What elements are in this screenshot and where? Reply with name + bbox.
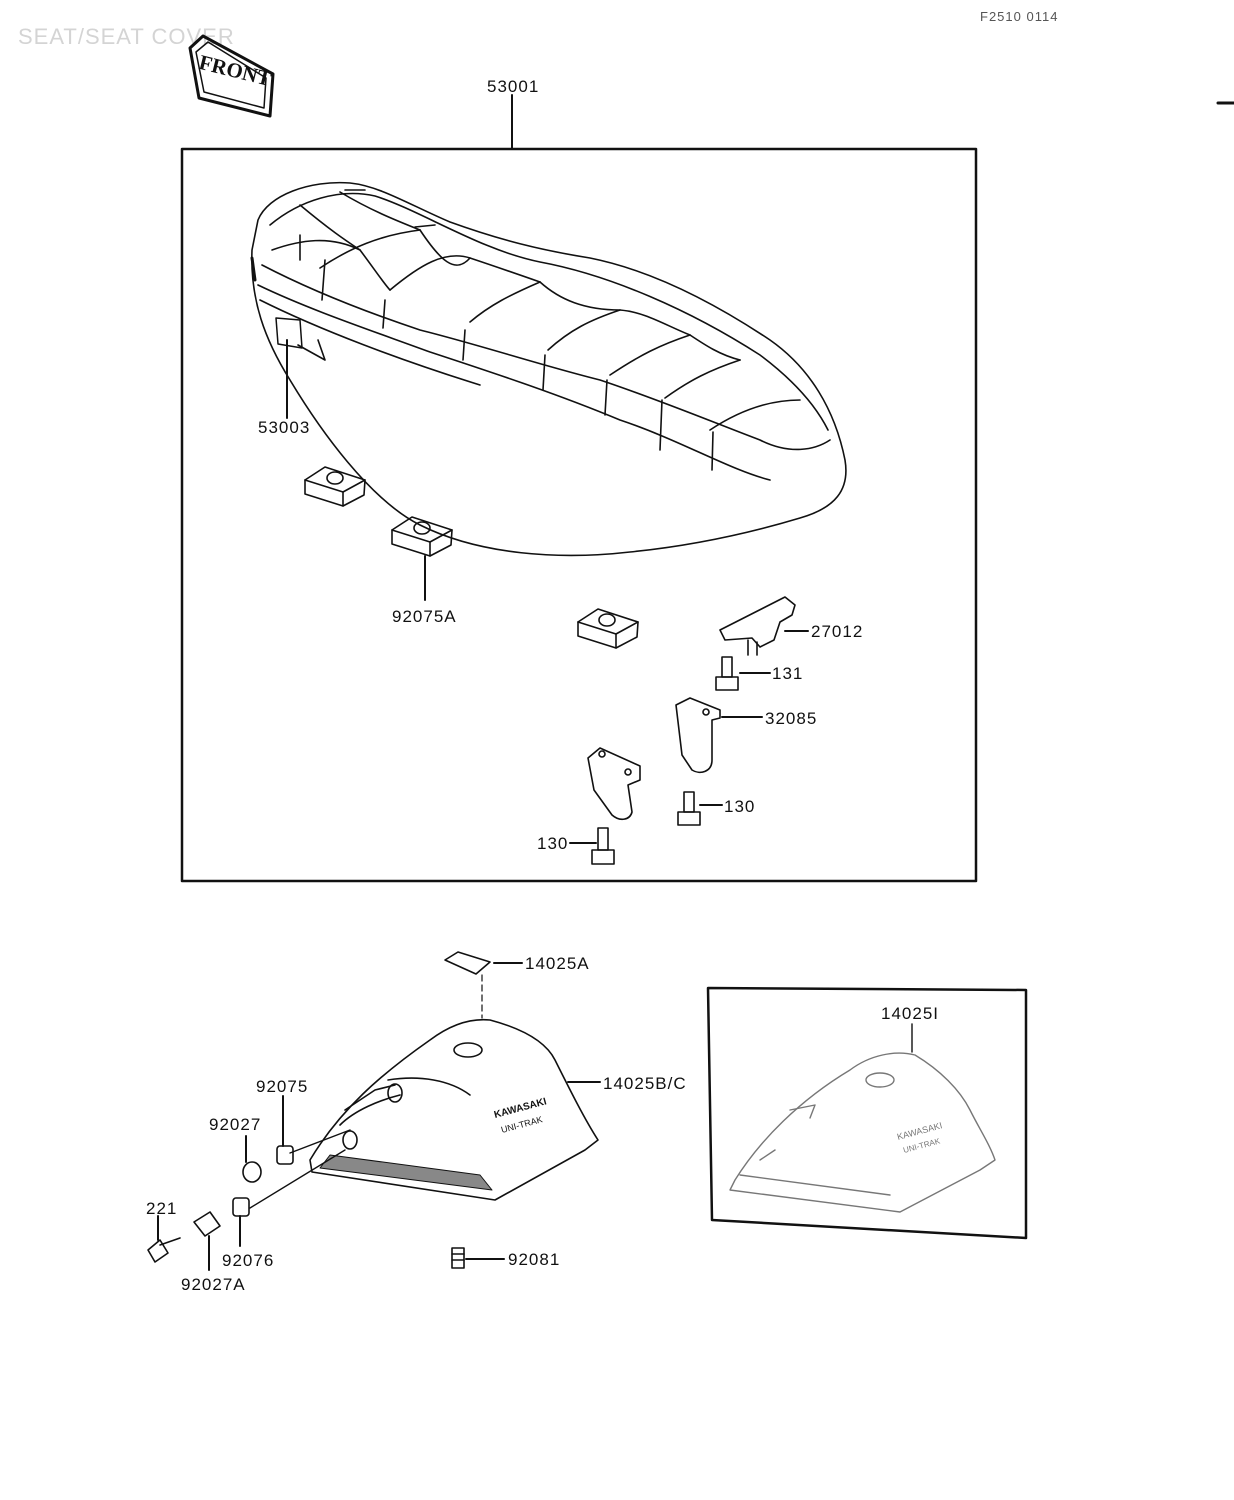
alt-cover-frame <box>706 986 1028 1240</box>
label-32085: 32085 <box>765 709 818 728</box>
label-130-right: 130 <box>724 797 756 816</box>
damper-rubber-1 <box>304 466 366 507</box>
label-221: 221 <box>146 1199 178 1218</box>
bracket-left <box>587 747 641 821</box>
bolt-131 <box>715 656 739 691</box>
label-14025i: 14025I <box>881 1004 939 1023</box>
label-92076: 92076 <box>222 1251 275 1270</box>
label-92081: 92081 <box>508 1250 561 1269</box>
label-92027a: 92027A <box>181 1275 246 1294</box>
damper-92075 <box>276 1145 294 1165</box>
label-92027: 92027 <box>209 1115 262 1134</box>
damper-92076 <box>232 1197 250 1217</box>
screw-221 <box>147 1237 181 1263</box>
label-14025bc: 14025B/C <box>603 1074 687 1093</box>
emblem-14025a <box>444 951 491 975</box>
front-marker-label: FRONT <box>197 50 274 91</box>
bracket-32085 <box>675 697 721 774</box>
label-53003: 53003 <box>258 418 311 437</box>
clip-92081 <box>451 1247 465 1269</box>
bolt-130-left <box>591 827 615 865</box>
collar-92027 <box>242 1161 262 1183</box>
label-92075: 92075 <box>256 1077 309 1096</box>
bolt-130-right <box>677 791 701 826</box>
page-title: SEAT/SEAT COVER <box>18 24 235 49</box>
front-marker: FRONT <box>188 34 275 118</box>
figure-code: F2510 0114 <box>980 9 1059 24</box>
label-27012: 27012 <box>811 622 864 641</box>
label-53001: 53001 <box>487 77 540 96</box>
hook-bracket <box>719 596 796 656</box>
label-14025a: 14025A <box>525 954 590 973</box>
collar-92027a <box>193 1211 221 1237</box>
tail-cover: KAWASAKI UNI-TRAK <box>309 1018 599 1201</box>
label-130-left: 130 <box>537 834 569 853</box>
seat <box>250 181 847 557</box>
damper-rubber-2 <box>391 516 453 557</box>
seat-assembly-frame <box>180 147 978 883</box>
tail-cover-alt: KAWASAKI UNI-TRAK <box>729 1052 996 1213</box>
label-131: 131 <box>772 664 804 683</box>
damper-rubber-3 <box>577 608 639 649</box>
label-92075a: 92075A <box>392 607 457 626</box>
